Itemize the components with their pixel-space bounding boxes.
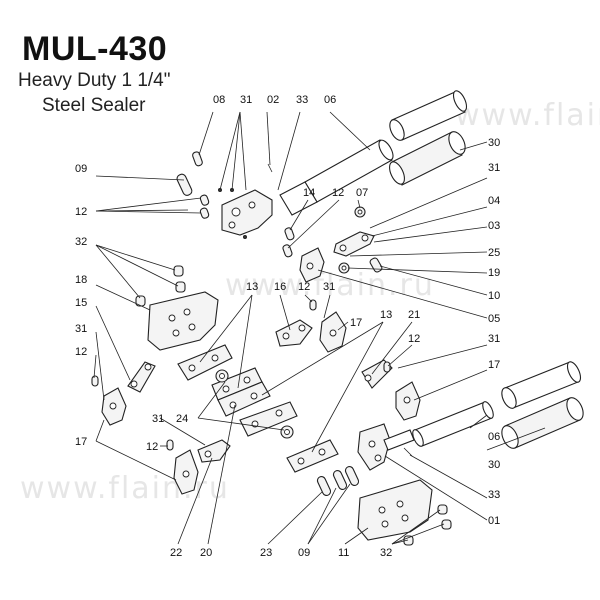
pin-part-14 <box>284 227 295 241</box>
handle-tube-part-06-lower <box>412 401 494 447</box>
link-part-04-03 <box>333 231 375 257</box>
label-30: 30 <box>488 459 500 471</box>
label-21: 21 <box>408 309 420 321</box>
pin-part-12-lower-left <box>166 439 174 451</box>
label-03: 03 <box>488 220 500 232</box>
label-04: 04 <box>488 195 500 207</box>
subtitle-line-1: Heavy Duty 1 1/4" <box>18 70 171 91</box>
label-18: 18 <box>75 274 87 286</box>
label-32: 32 <box>380 547 392 559</box>
pin-part-12-right <box>383 361 391 373</box>
leader-lines <box>93 111 546 545</box>
spring-part-19 <box>338 262 350 274</box>
spacer-part-24 <box>215 369 294 439</box>
pin-part-12-center <box>309 299 317 311</box>
pin-part-12-left <box>91 375 99 387</box>
label-30: 30 <box>488 137 500 149</box>
frame-part-01 <box>357 423 415 471</box>
label-13: 13 <box>380 309 392 321</box>
pin-part-32-b <box>175 281 186 293</box>
label-10: 10 <box>488 290 500 302</box>
label-17: 17 <box>75 436 87 448</box>
pin-part-32-a <box>173 265 184 277</box>
label-12: 12 <box>408 333 420 345</box>
label-12: 12 <box>75 346 87 358</box>
pin-part-12-middle <box>282 244 293 258</box>
label-09: 09 <box>75 163 87 175</box>
label-08: 08 <box>213 94 225 106</box>
plate-part-17-left <box>101 387 127 426</box>
watermark: www.flain.ru <box>20 471 230 506</box>
pin-part-09-lower <box>344 466 360 486</box>
label-12: 12 <box>332 187 344 199</box>
watermark: www.flain.ru <box>455 98 600 133</box>
label-31: 31 <box>488 162 500 174</box>
label-16: 16 <box>274 281 286 293</box>
label-33: 33 <box>488 489 500 501</box>
label-17: 17 <box>488 359 500 371</box>
label-31: 31 <box>240 94 252 106</box>
pin-part-09-lower <box>316 476 332 496</box>
label-12: 12 <box>75 206 87 218</box>
subtitle-line-2: Steel Sealer <box>42 95 146 116</box>
plate-part-17-center <box>319 311 347 353</box>
pin-part-12-upper <box>199 194 210 219</box>
head-block-part <box>217 187 273 239</box>
spring-part-07 <box>354 206 366 218</box>
label-25: 25 <box>488 247 500 259</box>
watermark: www.flain.ru <box>225 268 435 303</box>
part-labels: 08 31 02 33 06 09 12 32 18 15 31 12 17 3… <box>75 94 500 559</box>
label-24: 24 <box>176 413 188 425</box>
pin-part-09-upper <box>176 173 193 196</box>
label-02: 02 <box>267 94 279 106</box>
pin-part-10 <box>369 257 383 273</box>
plate-part-05 <box>299 247 325 283</box>
label-20: 20 <box>200 547 212 559</box>
jaw-plate-part-13-lower <box>286 439 339 473</box>
label-31: 31 <box>488 333 500 345</box>
link-part-15 <box>127 361 156 393</box>
label-13: 13 <box>246 281 258 293</box>
label-01: 01 <box>488 515 500 527</box>
pin-part-33-lower <box>403 447 413 457</box>
label-06: 06 <box>324 94 336 106</box>
label-07: 07 <box>356 187 368 199</box>
label-09: 09 <box>298 547 310 559</box>
label-22: 22 <box>170 547 182 559</box>
plate-part-17-lower <box>173 449 199 495</box>
side-plate-part-11 <box>357 479 433 541</box>
label-32: 32 <box>75 236 87 248</box>
label-31: 31 <box>152 413 164 425</box>
label-23: 23 <box>260 547 272 559</box>
label-33: 33 <box>296 94 308 106</box>
grip-part-30-upper <box>389 131 466 186</box>
label-14: 14 <box>303 187 315 199</box>
pin-part-08 <box>192 151 203 167</box>
grip-part-06-lower <box>501 361 582 409</box>
side-plate-part-18 <box>147 291 219 351</box>
jaw-plate-part-13-b <box>211 367 263 401</box>
label-12: 12 <box>298 281 310 293</box>
pin-part-09-lower <box>332 470 348 490</box>
label-11: 11 <box>338 547 349 559</box>
label-31: 31 <box>75 323 87 335</box>
plate-part-17-right <box>395 381 421 421</box>
pin-part-02 <box>267 163 273 173</box>
label-31: 31 <box>323 281 335 293</box>
label-06: 06 <box>488 431 500 443</box>
label-19: 19 <box>488 267 500 279</box>
label-05: 05 <box>488 313 500 325</box>
model-title: MUL-430 <box>22 30 168 68</box>
label-17: 17 <box>350 317 362 329</box>
label-12: 12 <box>146 441 158 453</box>
jaw-plate-part-13-a <box>177 344 233 381</box>
label-15: 15 <box>75 297 87 309</box>
link-part-22 <box>197 439 231 463</box>
handle-tube-part-06 <box>279 139 394 216</box>
jaw-plate-part-13-d <box>239 401 298 437</box>
roller-part-16 <box>275 319 313 347</box>
grip-part-06-upper <box>389 90 468 141</box>
